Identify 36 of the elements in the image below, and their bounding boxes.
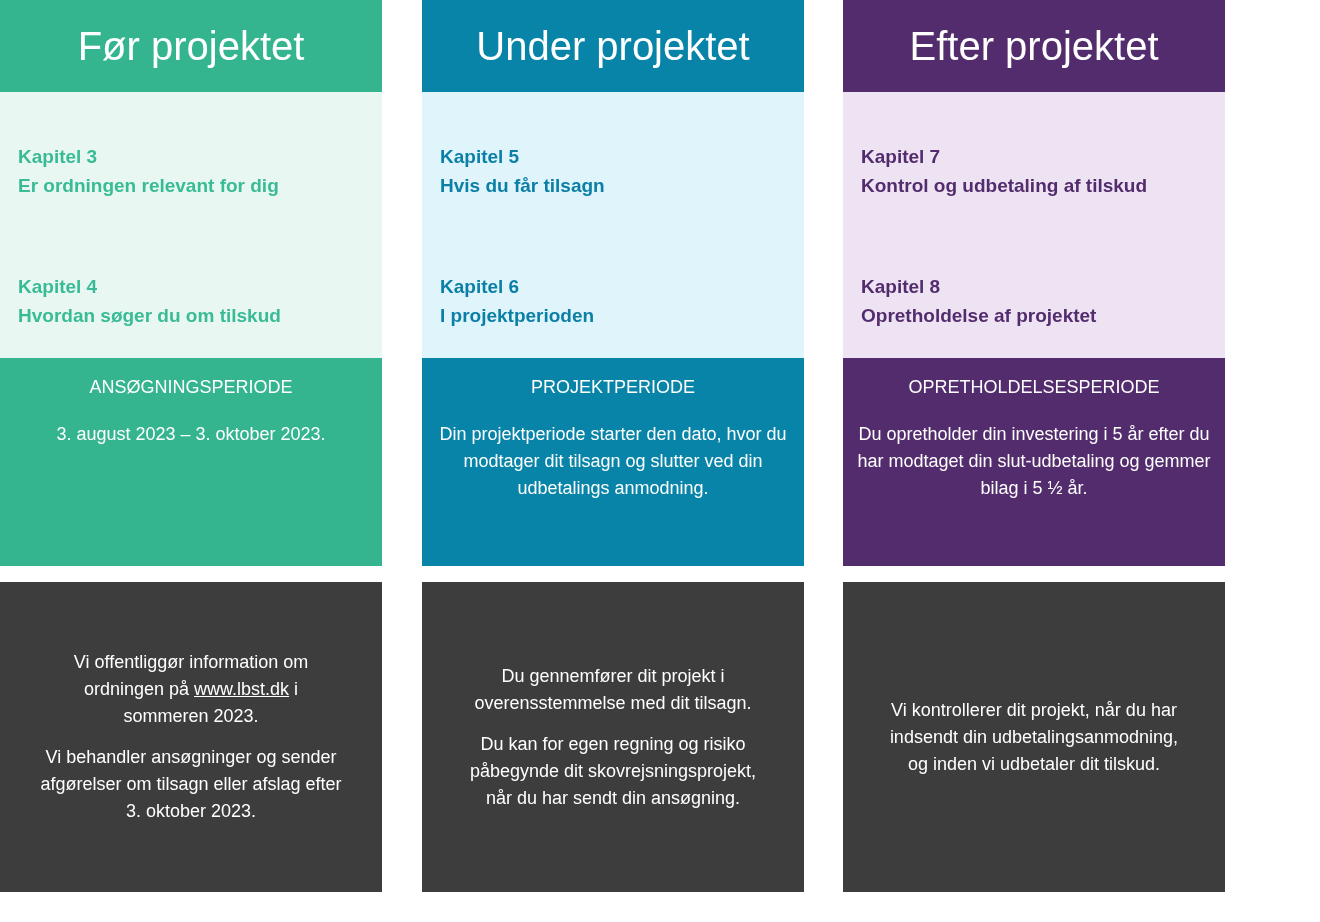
chapter-title: Er ordningen relevant for dig xyxy=(18,174,280,198)
period-description: Du opretholder din investering i 5 år efter du har modtaget din slut-udbetaling og gemmer bilag i 5 ½ år. xyxy=(857,423,1211,500)
period-title: PROJEKTPERIODE xyxy=(531,376,695,399)
period-title: ANSØGNINGSPERIODE xyxy=(89,376,293,399)
chapter-number: Kapitel 6 xyxy=(440,275,521,299)
chapter-number: Kapitel 4 xyxy=(18,275,99,299)
chapter-number: Kapitel 8 xyxy=(861,275,942,299)
paragraph: Vi kontrollerer dit projekt, når du har indsendt din udbetalingsanmodning, og inden vi udbetaler dit tilskud. xyxy=(888,698,1180,776)
period-description: 3. august 2023 – 3. oktober 2023. xyxy=(56,423,326,446)
column-header: Før projektet xyxy=(0,0,382,92)
link: www.lbst.dk xyxy=(194,679,290,699)
info-box xyxy=(0,582,382,892)
chapter-number: Kapitel 3 xyxy=(18,145,99,169)
column-header: Efter projektet xyxy=(843,0,1225,92)
period-box xyxy=(422,358,804,566)
chapter-panel xyxy=(422,92,804,358)
paragraph: Vi behandler ansøgninger og sender afgørelser om tilsagn eller afslag efter 3. oktober 2023. xyxy=(40,746,342,823)
period-description: Din projektperiode starter den dato, hvor du modtager dit tilsagn og slutter ved din udbetalings anmodning. xyxy=(438,423,788,500)
chapter-title: Kontrol og udbetaling af tilskud xyxy=(861,174,1149,198)
paragraph: Vi offentliggør information om ordningen på www.lbst.dk i sommeren 2023. xyxy=(72,651,310,728)
period-box xyxy=(843,358,1225,566)
info-box xyxy=(422,582,804,892)
column-header: Under projektet xyxy=(422,0,804,92)
paragraph: Du kan for egen regning og risiko påbegynde dit skovrejsningsprojekt, når du har sendt din ansøgning. xyxy=(468,732,758,810)
chapter-title: Hvordan søger du om tilskud xyxy=(18,304,282,328)
info-box xyxy=(843,582,1225,892)
chapter-title: Hvis du får tilsagn xyxy=(440,174,606,198)
chapter-title: Opretholdelse af projektet xyxy=(861,304,1098,328)
chapter-panel xyxy=(0,92,382,358)
chapter-panel xyxy=(843,92,1225,358)
period-box xyxy=(0,358,382,566)
chapter-number: Kapitel 5 xyxy=(440,145,521,169)
chapter-number: Kapitel 7 xyxy=(861,145,942,169)
period-title: OPRETHOLDELSESPERIODE xyxy=(908,376,1160,399)
paragraph: Du gennemfører dit projekt i overensstemmelse med dit tilsagn. xyxy=(473,664,753,715)
chapter-title: I projektperioden xyxy=(440,304,596,328)
